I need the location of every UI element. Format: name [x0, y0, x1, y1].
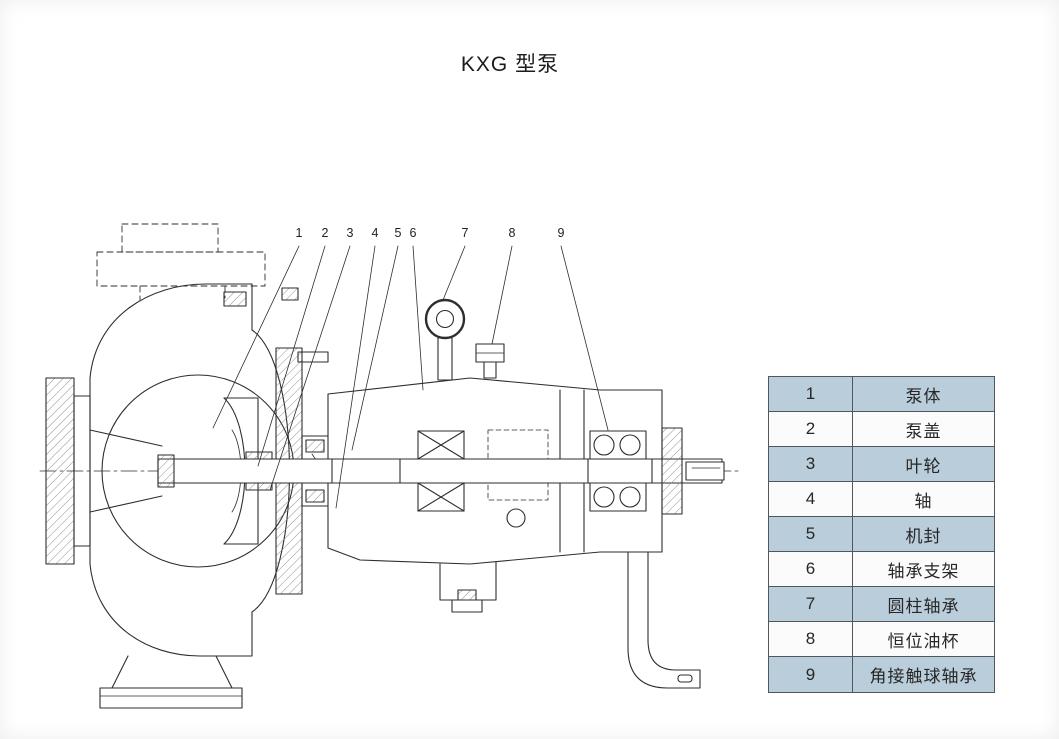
- table-row: 7 圆柱轴承: [769, 587, 994, 622]
- part-number: 4: [769, 482, 853, 516]
- leader-lines: [212, 245, 609, 509]
- table-row: 3 叶轮: [769, 447, 994, 482]
- part-name: 泵盖: [905, 421, 942, 441]
- callout-number: 7: [461, 226, 469, 240]
- part-number: 8: [769, 622, 853, 656]
- callout-number: 1: [295, 226, 303, 240]
- cylindrical-bearing: [417, 430, 465, 512]
- callout-number: 4: [371, 226, 379, 240]
- callout-number: 9: [557, 226, 565, 240]
- page-title: KXG 型泵: [460, 53, 560, 76]
- pump-body: [89, 283, 299, 709]
- oil-cup: [475, 343, 505, 379]
- part-number: 1: [769, 377, 853, 411]
- table-row: 6 轴承支架: [769, 552, 994, 587]
- part-number: 6: [769, 552, 853, 586]
- callout-number: 8: [508, 226, 516, 240]
- angular-contact-bearing: [589, 430, 647, 512]
- suction-flange: [45, 377, 163, 565]
- table-row: 4 轴: [769, 482, 994, 517]
- bearing-end-cover: [661, 427, 683, 515]
- part-name: 叶轮: [905, 456, 942, 476]
- phantom-discharge-flange: [96, 223, 266, 301]
- table-row: 1 泵体: [769, 377, 994, 412]
- parts-table: 1 泵体 2 泵盖 3 叶轮 4 轴 5 机封 6: [768, 376, 995, 693]
- table-row: 2 泵盖: [769, 412, 994, 447]
- callout-number: 2: [321, 226, 329, 240]
- lifting-eye: [424, 298, 466, 381]
- support-foot: [627, 551, 701, 689]
- shaft: [157, 454, 725, 488]
- part-number: 7: [769, 587, 853, 621]
- part-number: 9: [769, 657, 853, 692]
- part-name: 轴: [914, 491, 933, 511]
- part-name: 圆柱轴承: [887, 596, 960, 616]
- callout-number: 6: [409, 226, 417, 240]
- part-number: 2: [769, 412, 853, 446]
- part-name: 角接触球轴承: [869, 667, 978, 686]
- table-row: 9 角接触球轴承: [769, 657, 994, 692]
- callout-number: 5: [394, 226, 402, 240]
- callout-number: 3: [346, 226, 354, 240]
- part-name: 恒位油杯: [887, 631, 960, 651]
- part-number: 3: [769, 447, 853, 481]
- part-name: 机封: [905, 526, 942, 546]
- table-row: 8 恒位油杯: [769, 622, 994, 657]
- part-name: 轴承支架: [887, 561, 960, 581]
- table-row: 5 机封: [769, 517, 994, 552]
- part-name: 泵体: [905, 386, 942, 406]
- part-number: 5: [769, 517, 853, 551]
